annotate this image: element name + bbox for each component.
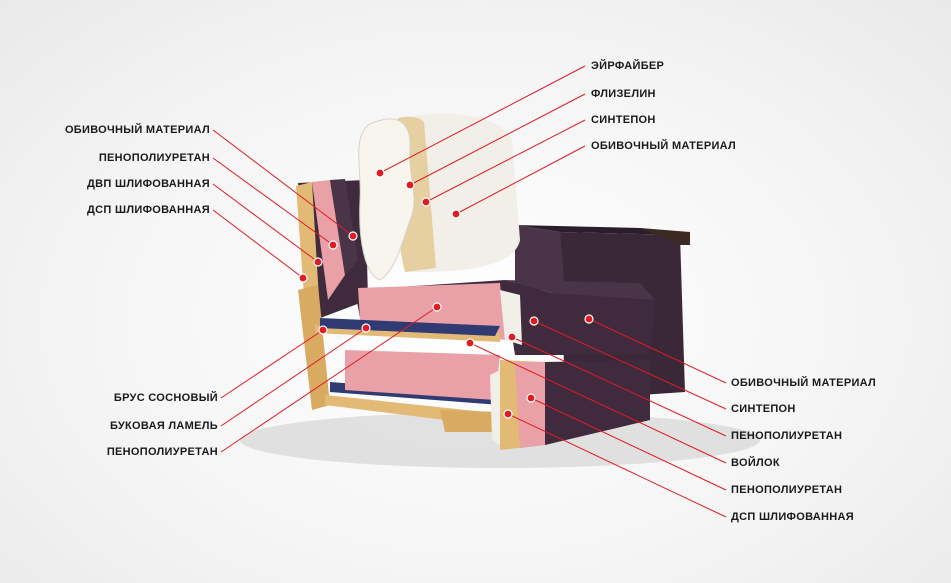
leader-lamel: [220, 327, 367, 427]
leader-upholstery-left: [212, 129, 354, 237]
back-cushion: [358, 113, 520, 281]
label-dsp-right: ДСП ШЛИФОВАННАЯ: [731, 511, 854, 523]
left-side-panel: [296, 179, 358, 410]
leader-ppu-left: [212, 157, 334, 246]
marker-dsp-left: [298, 273, 308, 283]
leader-dsp-right: [507, 413, 727, 518]
leader-ppu-right: [511, 336, 727, 437]
leader-sintepon-top: [425, 119, 586, 203]
label-sintepon-top: СИНТЕПОН: [591, 114, 656, 126]
label-ppu-left: ПЕНОПОЛИУРЕТАН: [98, 152, 210, 164]
leader-ppu-right2: [530, 397, 727, 491]
label-upholstery-top-right: ОБИВОЧНЫЙ МАТЕРИАЛ: [591, 140, 737, 152]
label-voilok: ВОЙЛОК: [731, 457, 780, 469]
marker-sintepon-right: [529, 316, 539, 326]
marker-voilok: [465, 338, 475, 348]
marker-lamel: [361, 323, 371, 333]
marker-upholstery-top: [451, 209, 461, 219]
marker-flizelin: [405, 180, 415, 190]
marker-dvp: [313, 257, 323, 267]
leader-lines: [212, 65, 727, 518]
label-ppu-right: ПЕНОПОЛИУРЕТАН: [731, 430, 843, 442]
marker-ppu-right: [507, 332, 517, 342]
leader-ppu-bottom: [220, 306, 438, 453]
leader-voilok: [469, 342, 727, 464]
leader-upholstery-top: [455, 145, 586, 215]
marker-ppu-right2: [526, 393, 536, 403]
label-upholstery-left: ОБИВОЧНЫЙ МАТЕРИАЛ: [64, 124, 210, 136]
label-ppu-bottom-left: ПЕНОПОЛИУРЕТАН: [106, 446, 218, 458]
marker-brus: [318, 325, 328, 335]
leader-dsp-left: [212, 209, 304, 279]
label-airfiber: ЭЙРФАЙБЕР: [591, 60, 665, 72]
marker-dsp-right: [503, 409, 513, 419]
marker-ppu-bottom: [432, 302, 442, 312]
right-armrest: [515, 225, 690, 400]
label-brus: БРУС СОСНОВЫЙ: [113, 392, 218, 404]
marker-ppu-left: [328, 240, 338, 250]
marker-sintepon-top: [421, 197, 431, 207]
marker-upholstery-right: [584, 314, 594, 324]
label-upholstery-right: ОБИВОЧНЫЙ МАТЕРИАЛ: [731, 377, 877, 389]
label-ppu-right2: ПЕНОПОЛИУРЕТАН: [731, 484, 843, 496]
leader-flizelin: [409, 93, 586, 186]
label-dvp: ДВП ШЛИФОВАННАЯ: [87, 178, 210, 190]
marker-airfiber: [375, 168, 385, 178]
label-lamel: БУКОВАЯ ЛАМЕЛЬ: [109, 420, 218, 432]
leader-airfiber: [379, 65, 586, 174]
markers: [298, 168, 594, 419]
label-flizelin: ФЛИЗЕЛИН: [591, 88, 656, 100]
seat-cushion: [355, 280, 655, 355]
label-sintepon-right: СИНТЕПОН: [731, 403, 796, 415]
leader-dvp: [212, 183, 319, 263]
label-dsp-left: ДСП ШЛИФОВАННАЯ: [87, 204, 210, 216]
leader-sintepon-right: [533, 320, 727, 410]
marker-upholstery-left: [348, 231, 358, 241]
leader-upholstery-right: [588, 318, 727, 384]
leader-brus: [220, 329, 324, 399]
